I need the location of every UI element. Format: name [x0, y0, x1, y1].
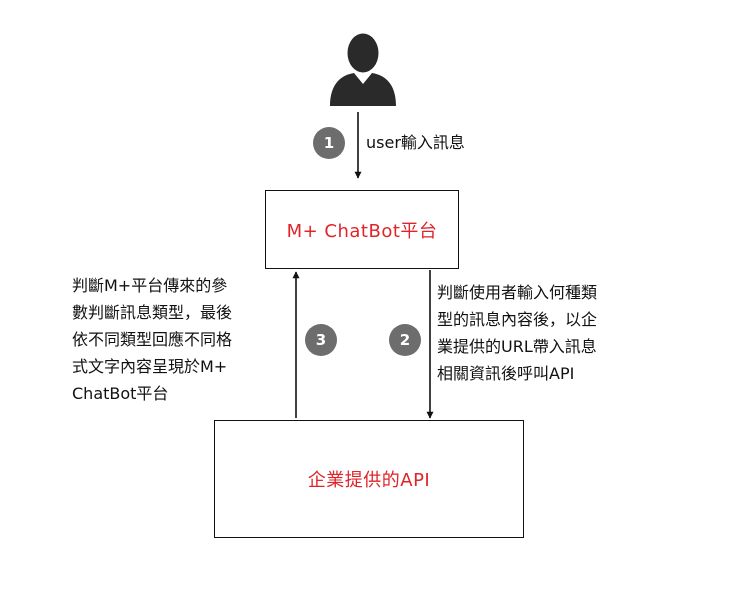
chatbot-label: M+ ChatBot平台: [286, 220, 438, 242]
step-3-line: ChatBot平台: [72, 384, 169, 403]
step-3-text: 判斷M+平台傳來的參 數判斷訊息類型，最後 依不同類型回應不同格 式文字內容呈現…: [72, 272, 232, 407]
step-2-text: 判斷使用者輸入何種類 型的訊息內容後，以企 業提供的URL帶入訊息 相關資訊後呼…: [437, 279, 597, 387]
user-icon: [330, 33, 396, 106]
step-2-line: 業提供的URL帶入訊息: [437, 337, 597, 356]
step-1-badge: 1: [313, 127, 345, 159]
step-1-line: user輸入訊息: [366, 133, 465, 152]
step-3-line: 數判斷訊息類型，最後: [72, 303, 233, 322]
step-2-badge: 2: [389, 324, 421, 356]
step-3-line: 式文字內容呈現於M+: [72, 357, 228, 376]
step-2-line: 型的訊息內容後，以企: [437, 310, 598, 329]
step-3-badge: 3: [305, 324, 337, 356]
step-1-text: user輸入訊息: [366, 129, 465, 156]
api-node: 企業提供的API: [214, 420, 524, 538]
step-3-line: 判斷M+平台傳來的參: [72, 276, 228, 295]
step-3-line: 依不同類型回應不同格: [72, 330, 233, 349]
step-2-line: 相關資訊後呼叫API: [437, 364, 575, 383]
step-2-line: 判斷使用者輸入何種類: [437, 283, 598, 302]
api-label: 企業提供的API: [307, 470, 431, 491]
chatbot-node: M+ ChatBot平台: [265, 190, 459, 269]
